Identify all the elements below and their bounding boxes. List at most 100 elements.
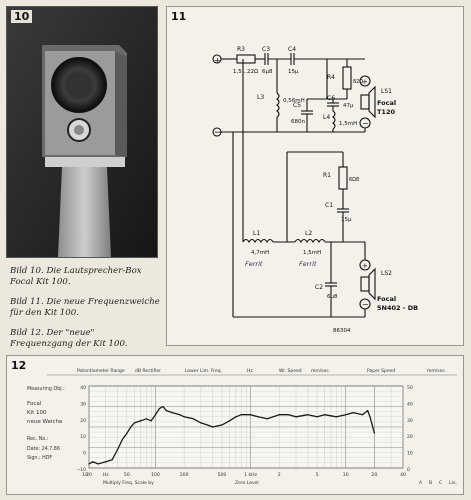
- chart-header-label: dB Rectifier: [135, 368, 161, 374]
- measurement-info-label: Date: 24.7.86: [27, 446, 60, 452]
- chart-header-label: Paper Speed: [367, 368, 395, 374]
- y-tick-label: −10: [77, 467, 87, 473]
- chart-header-label: Wr. Speed: [279, 368, 302, 374]
- data-point: [361, 414, 364, 416]
- data-point: [373, 432, 375, 434]
- data-point: [171, 412, 173, 414]
- data-point: [88, 463, 90, 465]
- chart-header-label: mm/sec.: [427, 368, 446, 374]
- caption-figure-12: Bild 12. Der "neue" Frequenzgang der Kit…: [10, 328, 128, 349]
- l1-value: 4,7mH: [251, 250, 269, 256]
- data-point: [345, 414, 347, 416]
- r4-label: R4: [327, 74, 335, 81]
- data-point: [200, 422, 202, 424]
- svg-text:−: −: [362, 119, 369, 128]
- chart-header-label: mm/sec.: [311, 368, 330, 374]
- measurement-info-label: Measuring Obj.:: [27, 386, 65, 392]
- figure-10-photo-panel: 10: [6, 6, 158, 258]
- crossover-schematic: + − R3 1,5...22Ω C3 6µ8 C4 15µ R4 82Ω L3…: [212, 46, 418, 334]
- l3-label: L3: [257, 94, 264, 101]
- right-tick-label: 50: [407, 385, 413, 391]
- x-tick-label: 10: [343, 472, 349, 478]
- x-tick-label: 200: [180, 472, 189, 478]
- svg-text:+: +: [362, 78, 368, 86]
- figure-10-number: 10: [11, 10, 33, 23]
- l3-value: 0,56mH: [283, 98, 305, 104]
- figure-11-schematic-panel: 11 + − R3 1,5...22Ω C3 6µ8 C4 15µ R4 82Ω…: [166, 6, 464, 346]
- c6-value: 47µ: [343, 103, 354, 109]
- data-point: [162, 405, 164, 408]
- ls1-label: LS1: [381, 88, 392, 95]
- data-point: [97, 463, 99, 465]
- l1-ferrit-note: Ferrit: [245, 260, 263, 268]
- x-tick-label: 20: [86, 472, 92, 478]
- frequency-response-curve: [88, 405, 376, 465]
- data-point: [235, 416, 237, 418]
- r1-value: 6Ω8: [349, 177, 359, 183]
- chart-footer-label: B: [429, 480, 432, 486]
- x-tick-label: 10: [82, 472, 88, 478]
- data-point: [278, 414, 280, 416]
- x-tick-label: 100: [151, 472, 160, 478]
- x-tick-label: 20: [371, 472, 377, 478]
- x-tick-label: 500: [218, 472, 227, 478]
- y-tick-label: 40: [80, 385, 86, 391]
- r4-value: 82Ω: [353, 79, 363, 85]
- y-tick-label: 30: [80, 401, 86, 407]
- measurement-info-label: Kit 100: [27, 410, 47, 416]
- data-point: [266, 418, 268, 420]
- data-point: [335, 416, 338, 418]
- frequency-response-chart: Potentiometer Range dB Rectifier Lower Lim…: [27, 368, 457, 486]
- data-point: [221, 424, 223, 426]
- ls2-model: 5N402 - DB: [377, 304, 418, 312]
- data-point: [145, 418, 147, 420]
- caption-figure-11: Bild 11. Die neue Frequenzweiche für den…: [10, 297, 160, 318]
- y-tick-label: 0: [83, 451, 86, 457]
- speaker-photo: [7, 7, 157, 257]
- input-plus-sign: +: [214, 56, 221, 65]
- data-point: [295, 416, 297, 418]
- chart-footer-label: Zero Level: [235, 480, 259, 486]
- x-tick-label: 5: [316, 472, 319, 478]
- right-tick-label: 40: [407, 401, 413, 407]
- caption-figure-10: Bild 10. Die Lautsprecher-Box Focal Kit …: [10, 266, 142, 287]
- data-point: [316, 416, 318, 418]
- data-point: [117, 448, 119, 451]
- measurement-info-label: neue Weiche: [27, 419, 63, 425]
- x-tick-label: 50: [124, 472, 130, 478]
- data-point: [206, 424, 208, 426]
- data-point: [165, 410, 167, 412]
- data-point: [150, 420, 152, 422]
- c5-label: C5: [293, 102, 301, 109]
- chart-header-label: Potentiometer Range: [77, 368, 125, 374]
- ls1-brand: Focal: [377, 99, 396, 107]
- chart-header-label: Lower Lim. Freq.: [185, 368, 222, 374]
- c3-value: 6µ8: [262, 69, 273, 75]
- l2-value: 1,5mH: [303, 250, 321, 256]
- ls2-label: LS2: [381, 270, 392, 277]
- c4-value: 15µ: [288, 69, 299, 75]
- r1-label: R1: [323, 172, 331, 179]
- y-tick-label: 10: [80, 434, 86, 440]
- input-minus-sign: −: [214, 128, 222, 138]
- y-tick-label: 20: [80, 418, 86, 424]
- data-point: [121, 438, 124, 440]
- measurement-info-label: Sign.: HDF: [27, 455, 52, 461]
- figure-captions: Bild 10. Die Lautsprecher-Box Focal Kit …: [10, 266, 160, 359]
- ls1-model: T120: [377, 108, 395, 116]
- right-tick-label: 10: [407, 451, 413, 457]
- chart-footer-label: Multiply Freq. Scale by: [103, 480, 154, 486]
- chart-footer-label: Lin.: [449, 480, 457, 486]
- x-tick-label: 1 kHz: [244, 472, 257, 478]
- data-point: [111, 459, 113, 461]
- data-point: [287, 414, 290, 416]
- data-point: [140, 420, 142, 422]
- measurement-info-label: Focal: [27, 401, 42, 407]
- x-tick-label: 2: [278, 472, 281, 478]
- l4-label: L4: [323, 114, 330, 121]
- data-point: [352, 412, 354, 414]
- right-tick-label: 20: [407, 434, 413, 440]
- c1-value: 15µ: [341, 217, 352, 223]
- l4-value: 1,5mH: [339, 121, 357, 127]
